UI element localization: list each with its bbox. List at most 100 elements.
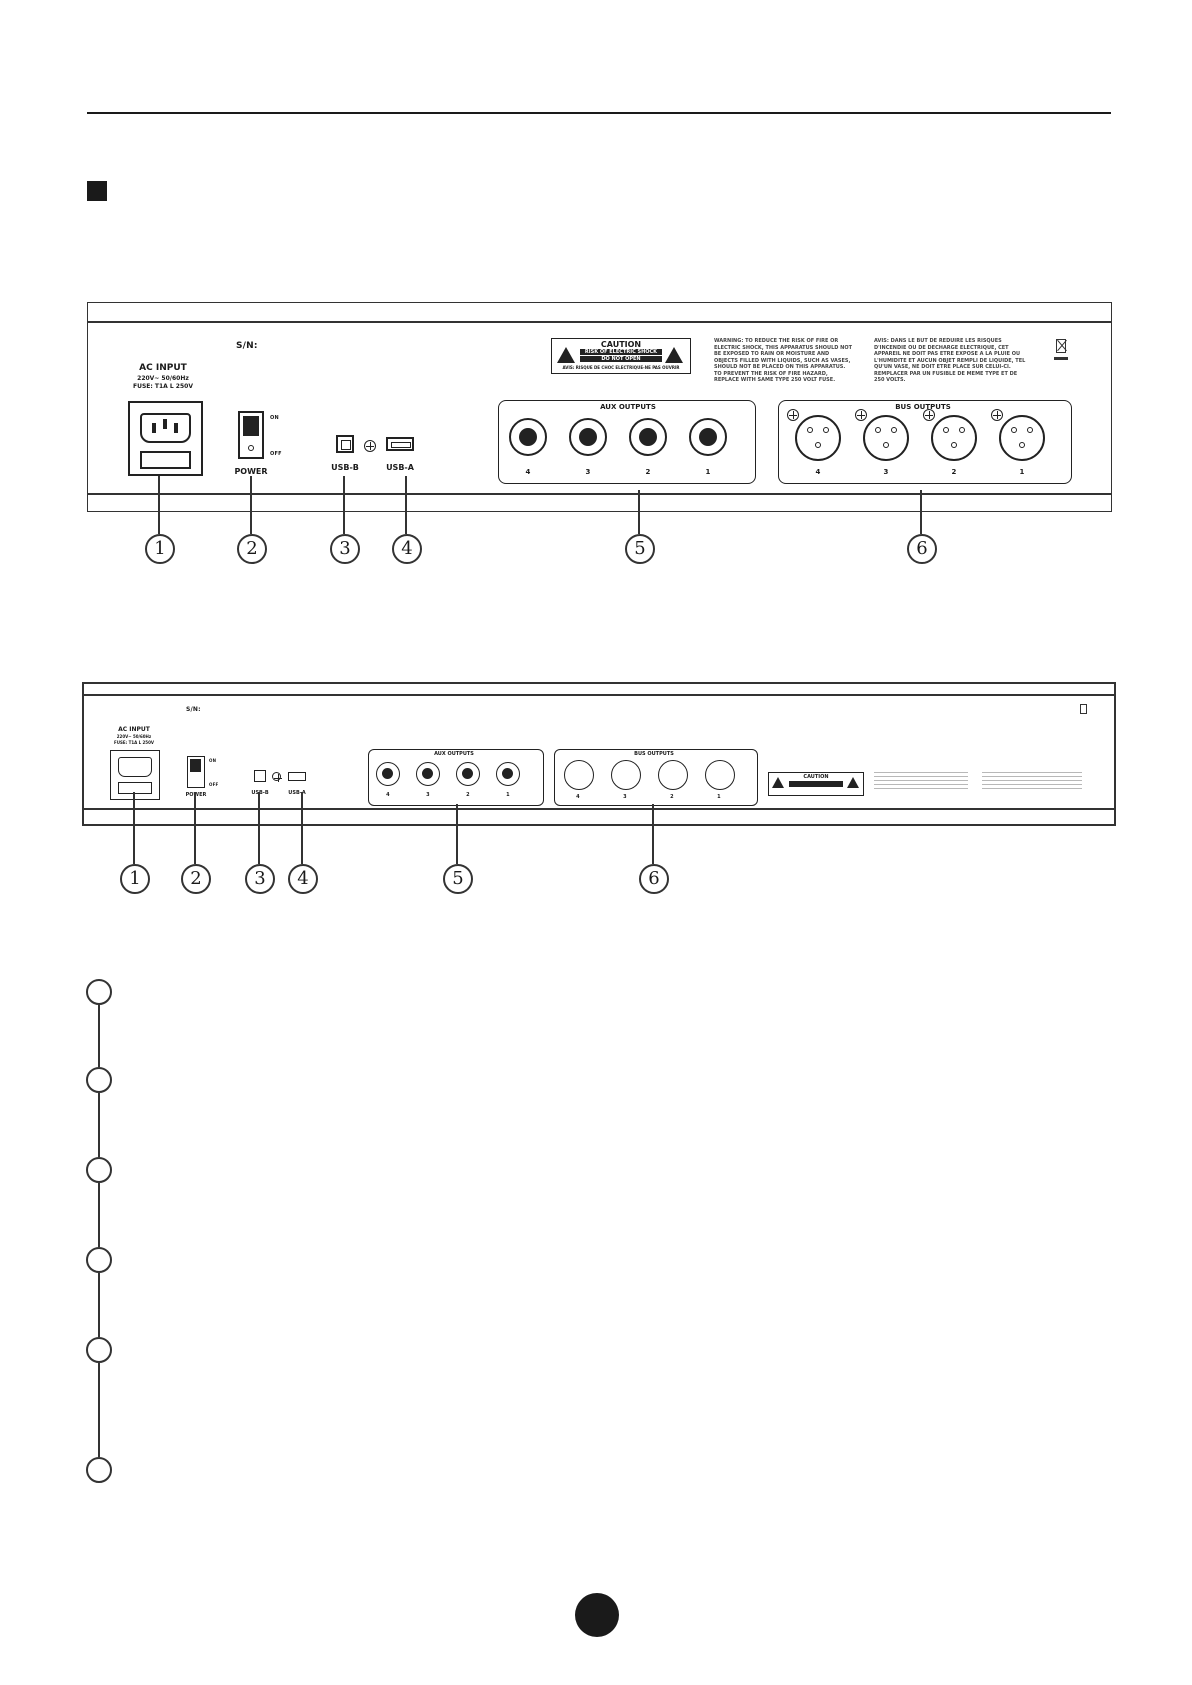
warning-french: AVIS: DANS LE BUT DE REDUIRE LES RISQUES… xyxy=(874,338,1026,383)
leader-line xyxy=(920,490,922,534)
aux-ch-label: 1 xyxy=(506,792,510,798)
callout-4: 4 xyxy=(288,864,318,894)
aux-output-1-jack[interactable] xyxy=(496,762,520,786)
usb-b-port[interactable] xyxy=(254,770,266,782)
bus-output-3-xlr[interactable] xyxy=(863,415,909,461)
xlr-latch-screw-icon xyxy=(855,409,867,421)
bus-outputs-label: BUS OUTPUTS xyxy=(624,751,684,757)
legend-connector xyxy=(98,1003,100,1067)
xlr-latch-screw-icon xyxy=(787,409,799,421)
aux-output-4-jack[interactable] xyxy=(509,418,547,456)
bus-ch-label: 4 xyxy=(576,794,580,800)
ac-input-fuse: FUSE: T1A L 250V xyxy=(114,740,154,745)
caution-label: CAUTION RISK OF ELECTRIC SHOCK DO NOT OP… xyxy=(551,338,691,374)
bus-outputs-group xyxy=(778,400,1072,484)
bus-ch-label: 2 xyxy=(951,468,957,476)
leader-line xyxy=(638,490,640,534)
bus-outputs-label: BUS OUTPUTS xyxy=(883,403,963,411)
power-switch[interactable] xyxy=(187,756,205,788)
power-label: POWER xyxy=(234,467,268,476)
panel-bottom-strip xyxy=(84,808,1114,810)
aux-ch-label: 4 xyxy=(525,468,531,476)
aux-output-4-jack[interactable] xyxy=(376,762,400,786)
panel-top-strip xyxy=(84,694,1114,696)
aux-ch-label: 2 xyxy=(466,792,470,798)
legend-marker-6 xyxy=(86,1457,112,1483)
panel-top-strip xyxy=(88,321,1111,323)
lightning-warning-icon xyxy=(557,347,575,363)
bus-output-3-xlr[interactable] xyxy=(611,760,641,790)
usb-b-port[interactable] xyxy=(336,435,354,453)
aux-ch-label: 2 xyxy=(645,468,651,476)
warning-text-block-english xyxy=(874,772,968,792)
caution-line1: RISK OF ELECTRIC SHOCK xyxy=(580,349,662,355)
ac-input-socket[interactable] xyxy=(128,401,203,476)
aux-output-2-jack[interactable] xyxy=(629,418,667,456)
ac-input-label: AC INPUT xyxy=(118,726,150,733)
leader-line xyxy=(652,804,654,864)
aux-ch-label: 3 xyxy=(585,468,591,476)
power-off-label: OFF xyxy=(270,451,282,457)
bus-ch-label: 3 xyxy=(623,794,627,800)
legend-connector xyxy=(98,1363,100,1457)
callout-2: 2 xyxy=(181,864,211,894)
power-off-label: OFF xyxy=(209,782,219,787)
rear-panel-rack: S/N: AC INPUT 220V~ 50/60Hz FUSE: T1A L … xyxy=(82,682,1116,826)
bus-output-2-xlr[interactable] xyxy=(931,415,977,461)
legend-connector xyxy=(98,1093,100,1157)
usb-a-label: USB-A xyxy=(386,463,414,472)
callout-6: 6 xyxy=(907,534,937,564)
bus-ch-label: 3 xyxy=(883,468,889,476)
leader-line xyxy=(258,792,260,864)
callout-5: 5 xyxy=(625,534,655,564)
power-on-label: ON xyxy=(209,758,217,763)
callout-2: 2 xyxy=(237,534,267,564)
aux-ch-label: 3 xyxy=(426,792,430,798)
aux-output-3-jack[interactable] xyxy=(569,418,607,456)
iec-connector xyxy=(140,413,191,443)
aux-outputs-group xyxy=(498,400,756,484)
callout-3: 3 xyxy=(245,864,275,894)
ac-input-label: AC INPUT xyxy=(139,363,187,373)
weee-bin-icon xyxy=(1080,704,1087,714)
callout-5: 5 xyxy=(443,864,473,894)
usb-b-label: USB-B xyxy=(251,790,269,796)
callout-6: 6 xyxy=(639,864,669,894)
bus-output-2-xlr[interactable] xyxy=(658,760,688,790)
exclamation-warning-icon xyxy=(847,777,859,788)
exclamation-warning-icon xyxy=(665,347,683,363)
bus-output-4-xlr[interactable] xyxy=(795,415,841,461)
legend-marker-5 xyxy=(86,1337,112,1363)
legend-marker-2 xyxy=(86,1067,112,1093)
ac-input-socket[interactable] xyxy=(110,750,160,800)
bus-output-1-xlr[interactable] xyxy=(705,760,735,790)
aux-outputs-label: AUX OUTPUTS xyxy=(588,403,668,411)
usb-a-port[interactable] xyxy=(386,437,414,451)
xlr-latch-screw-icon xyxy=(923,409,935,421)
callout-1: 1 xyxy=(120,864,150,894)
header-rule xyxy=(87,112,1111,114)
power-label: POWER xyxy=(185,792,207,798)
callout-3: 3 xyxy=(330,534,360,564)
aux-output-3-jack[interactable] xyxy=(416,762,440,786)
bus-outputs-group xyxy=(554,749,758,806)
bus-output-1-xlr[interactable] xyxy=(999,415,1045,461)
callout-1: 1 xyxy=(145,534,175,564)
power-switch[interactable] xyxy=(238,411,264,459)
caution-french: AVIS: RISQUE DE CHOC ELECTRIQUE-NE PAS O… xyxy=(562,365,680,370)
leader-line xyxy=(301,792,303,864)
bus-output-4-xlr[interactable] xyxy=(564,760,594,790)
legend-marker-1 xyxy=(86,979,112,1005)
warning-text-block-french xyxy=(982,772,1082,792)
leader-line xyxy=(133,792,135,864)
caution-label: CAUTION xyxy=(768,772,864,796)
aux-ch-label: 1 xyxy=(705,468,711,476)
usb-a-port[interactable] xyxy=(288,772,306,781)
fuse-drawer[interactable] xyxy=(140,451,191,469)
aux-output-1-jack[interactable] xyxy=(689,418,727,456)
aux-output-2-jack[interactable] xyxy=(456,762,480,786)
leader-line xyxy=(250,476,252,534)
ac-input-fuse: FUSE: T1A L 250V xyxy=(133,383,193,390)
usb-a-label: USB-A xyxy=(288,790,306,796)
leader-line xyxy=(343,476,345,534)
